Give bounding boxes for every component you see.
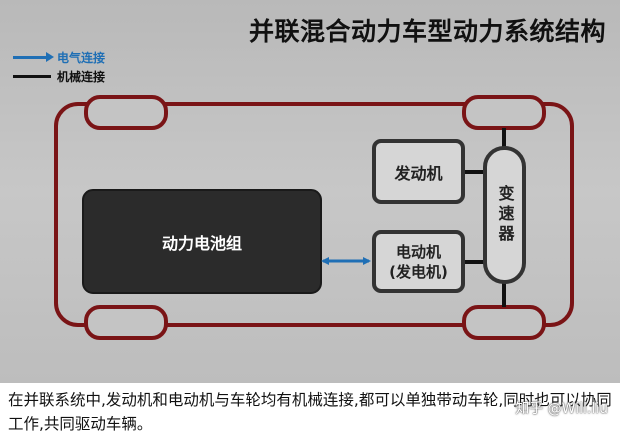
powertrain-diagram: [54, 95, 574, 340]
battery-label: 动力电池组: [161, 233, 242, 253]
rear-right-wheel: [462, 305, 546, 340]
motor-label-line2: (发电机): [389, 262, 448, 281]
front-right-wheel: [462, 95, 546, 130]
watermark: 知乎 @Will.liu: [515, 401, 608, 417]
legend: 电气连接 机械连接: [13, 48, 105, 86]
battery-pack-box: [82, 189, 322, 294]
black-line-icon: [13, 75, 51, 78]
front-left-wheel: [84, 95, 168, 130]
motor-label: 电动机 (发电机): [374, 232, 463, 291]
legend-electrical-label: 电气连接: [57, 51, 106, 65]
legend-mechanical-label: 机械连接: [57, 70, 106, 84]
legend-mechanical: 机械连接: [13, 67, 105, 86]
blue-arrow-icon: [13, 52, 54, 62]
rear-left-wheel: [84, 305, 168, 340]
transmission-label: 变速器: [495, 185, 515, 245]
legend-electrical: 电气连接: [13, 48, 105, 67]
diagram-title: 并联混合动力车型动力系统结构: [248, 17, 606, 46]
engine-label: 发动机: [394, 163, 443, 183]
diagram-caption: 在并联系统中,发动机和电动机与车轮均有机械连接,都可以单独带动车轮,同时也可以协…: [8, 391, 612, 433]
motor-label-line1: 电动机: [395, 242, 441, 261]
motor-box: [372, 230, 465, 293]
transmission-box: [483, 146, 526, 284]
engine-box: [372, 139, 465, 204]
vehicle-chassis-frame: [54, 102, 574, 327]
